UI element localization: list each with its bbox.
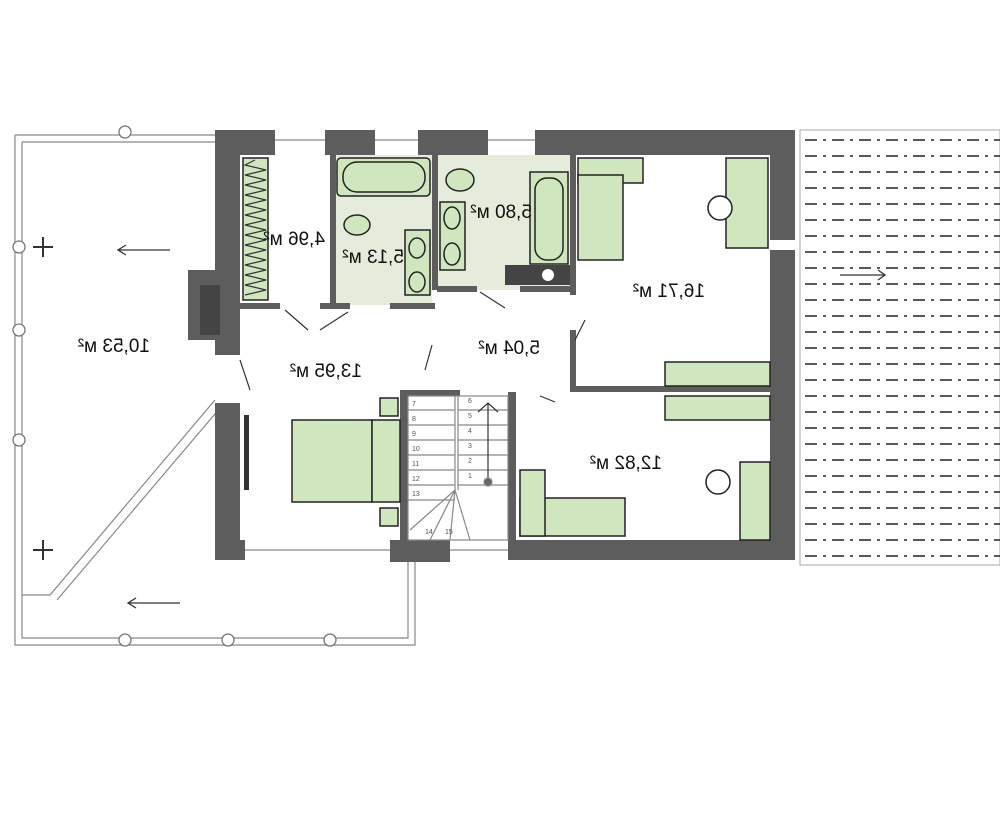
stair-step-number: 7 (412, 401, 416, 408)
toilet-icon (445, 168, 475, 192)
area-label-terrace: 10,53 м² (78, 336, 150, 357)
slope-arrow-icon (116, 244, 180, 609)
stair-step-number: 9 (412, 431, 416, 438)
stair-step-number: 4 (468, 428, 472, 435)
area-label-bedroom-southeast: 12,82 м² (590, 453, 662, 474)
area-label-bathroom-small: 5,13 м² (342, 247, 404, 268)
stair-step-number: 1 (468, 473, 472, 480)
stair-step-number: 15 (445, 529, 453, 536)
staircase (407, 395, 509, 541)
room-labels: 10,53 м² 4,96 м² 5,13 м² 5,80 м² 16,71 м… (78, 202, 705, 474)
desk-icon (739, 461, 771, 541)
area-label-hall: 5,04 м² (478, 338, 540, 359)
chair-icon (705, 469, 731, 495)
wardrobe-icon (664, 395, 771, 421)
stair-step-number: 5 (468, 413, 472, 420)
stair-step-number: 10 (412, 446, 420, 453)
stair-step-number: 8 (412, 416, 416, 423)
radiator-icon (505, 265, 570, 285)
stair-step-number: 6 (468, 398, 472, 405)
windows (245, 139, 535, 551)
doors (239, 291, 586, 403)
area-label-bedroom-northeast: 16,71 м² (633, 281, 705, 302)
toilet-icon (343, 214, 371, 236)
cooker-icon (200, 285, 220, 335)
wardrobe-icon (664, 361, 771, 387)
stair-step-number: 3 (468, 443, 472, 450)
stair-step-number: 14 (425, 529, 433, 536)
chair-icon (707, 195, 733, 221)
tv-icon (244, 415, 249, 490)
stair-step-number: 11 (412, 461, 419, 468)
desk-icon (725, 157, 769, 249)
stair-step-number: 13 (412, 491, 420, 498)
area-label-wardrobe: 4,96 м² (263, 229, 325, 250)
deck (799, 129, 1000, 566)
stair-step-number: 2 (468, 458, 472, 465)
slope-arrow-icon (840, 269, 887, 281)
walls (188, 130, 795, 562)
terrace (12, 125, 416, 647)
stair-step-number: 12 (412, 476, 420, 483)
column-icon (33, 237, 53, 560)
area-label-bathroom-large: 5,80 м² (470, 202, 532, 223)
fixtures (200, 157, 771, 541)
area-label-bedroom-master: 13,95 м² (290, 361, 362, 382)
bed-icon (291, 419, 373, 503)
